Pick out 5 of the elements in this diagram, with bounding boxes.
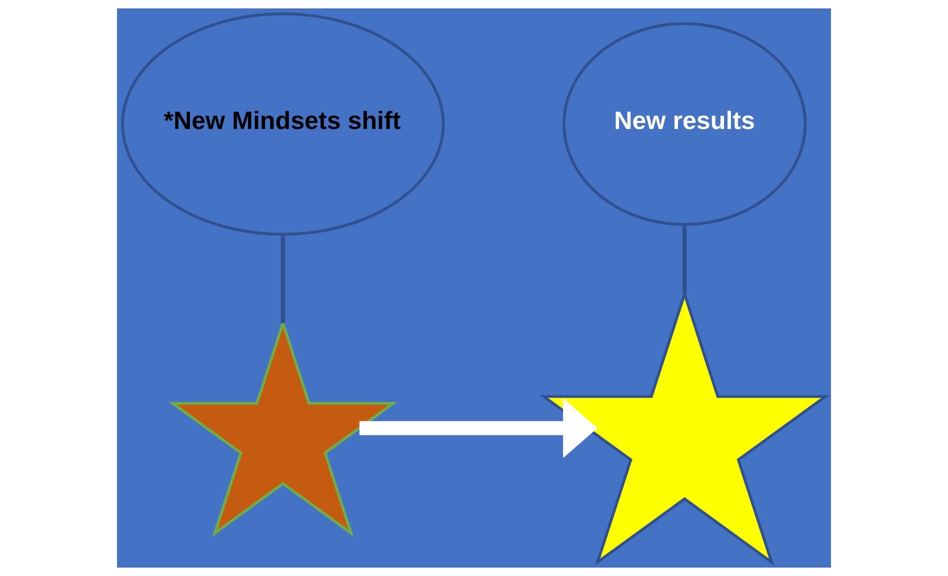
connector [280, 234, 286, 324]
connector [682, 224, 687, 294]
node-ellipse: *New Mindsets shift [121, 12, 445, 236]
node-ellipse: New results [562, 22, 807, 226]
arrow [359, 398, 598, 458]
